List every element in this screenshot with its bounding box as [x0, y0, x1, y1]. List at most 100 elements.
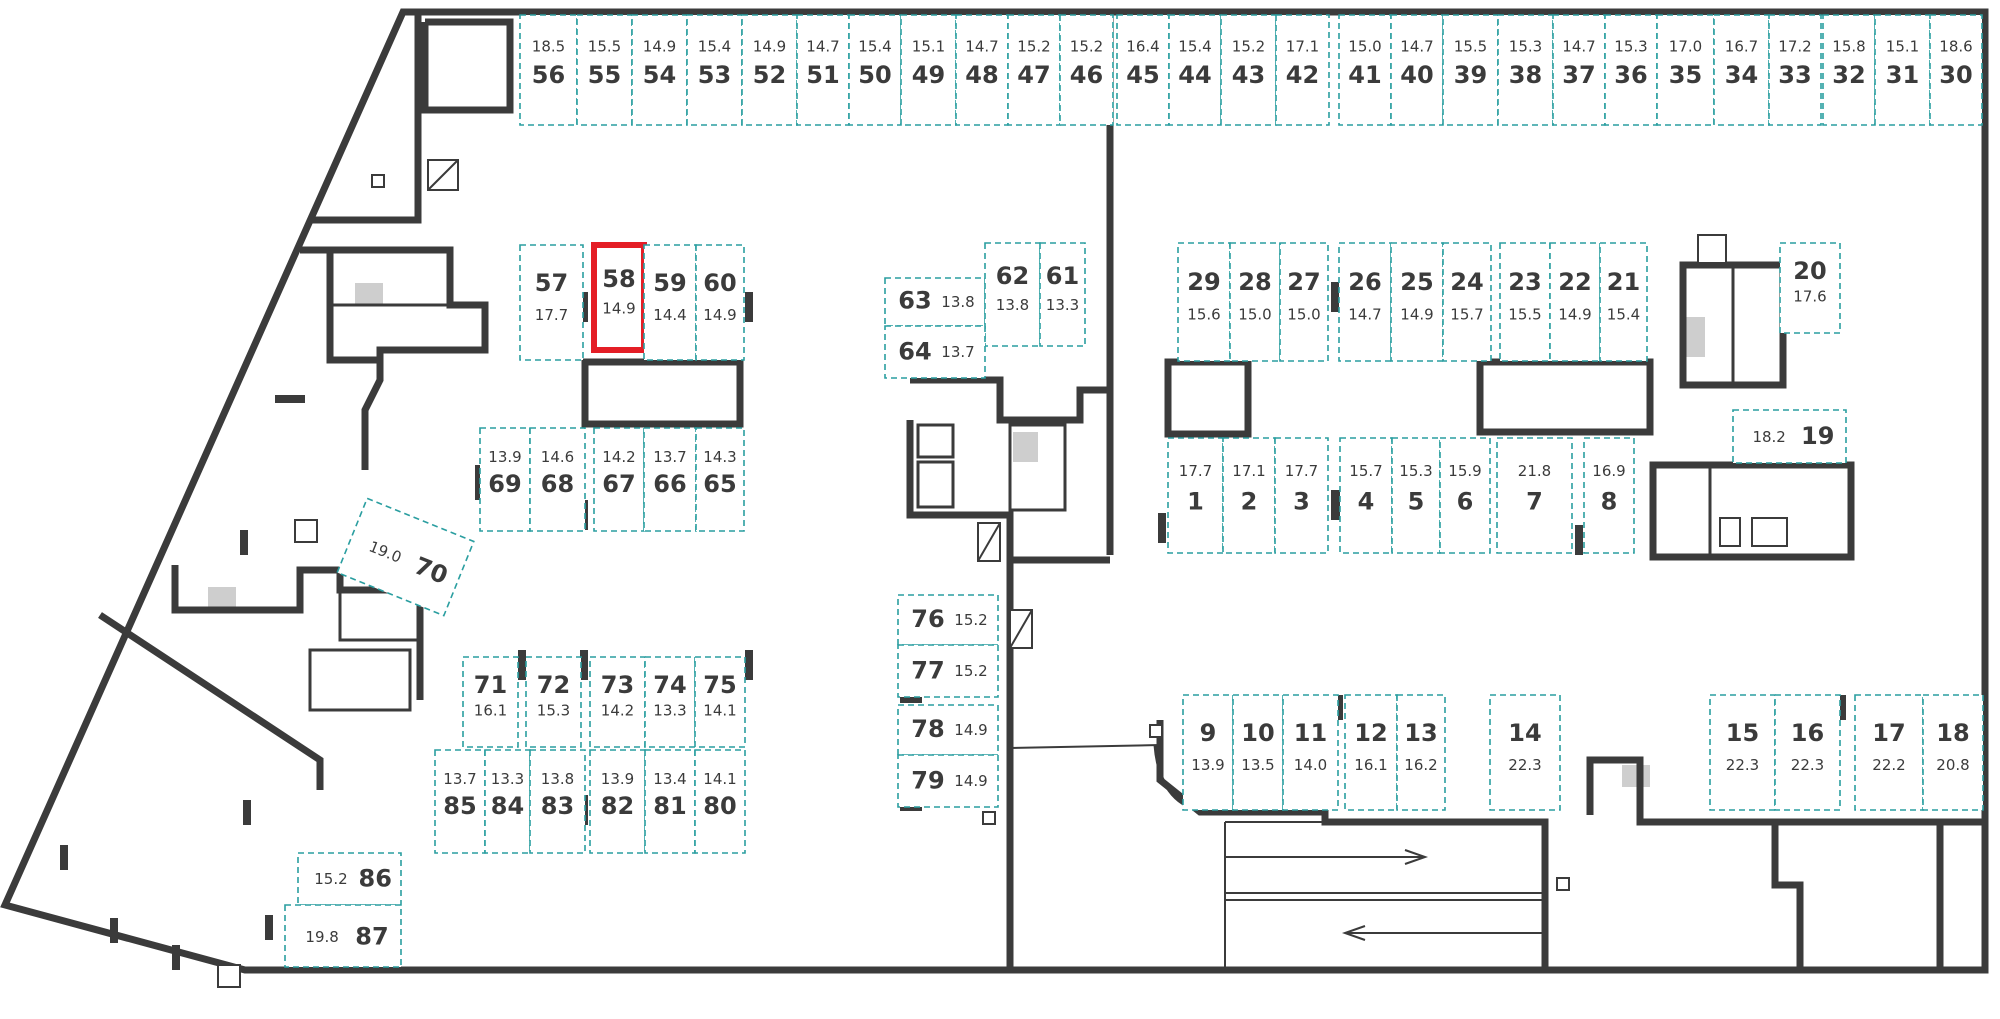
- spot-outline: [434, 749, 486, 854]
- parking-spot-8[interactable]: 816.9: [1583, 437, 1635, 554]
- spot-number: 84: [491, 792, 524, 820]
- spot-outline: [1496, 437, 1573, 554]
- spot-number: 72: [537, 671, 570, 699]
- spot-outline: [1390, 242, 1444, 362]
- spot-number: 45: [1126, 61, 1159, 89]
- parking-spot-6[interactable]: 615.9: [1439, 437, 1491, 554]
- spot-number: 47: [1017, 61, 1050, 89]
- elevator-block-right: [1649, 461, 1855, 561]
- parking-spot-3[interactable]: 317.7: [1274, 437, 1329, 554]
- spot-number: 12: [1354, 719, 1387, 747]
- parking-spot-7[interactable]: 721.8: [1496, 437, 1573, 554]
- spot-outline: [1549, 242, 1601, 362]
- spot-number: 77: [911, 656, 944, 684]
- parking-spot-4[interactable]: 415.7: [1339, 437, 1393, 554]
- parking-spot-1[interactable]: 117.7: [1167, 437, 1224, 554]
- spot-outline: [1709, 694, 1776, 811]
- parking-spot-2[interactable]: 217.1: [1222, 437, 1276, 554]
- spot-area: 17.2: [1778, 37, 1811, 55]
- parking-spot-9[interactable]: 913.9: [1182, 694, 1234, 811]
- parking-spot-5[interactable]: 515.3: [1391, 437, 1441, 554]
